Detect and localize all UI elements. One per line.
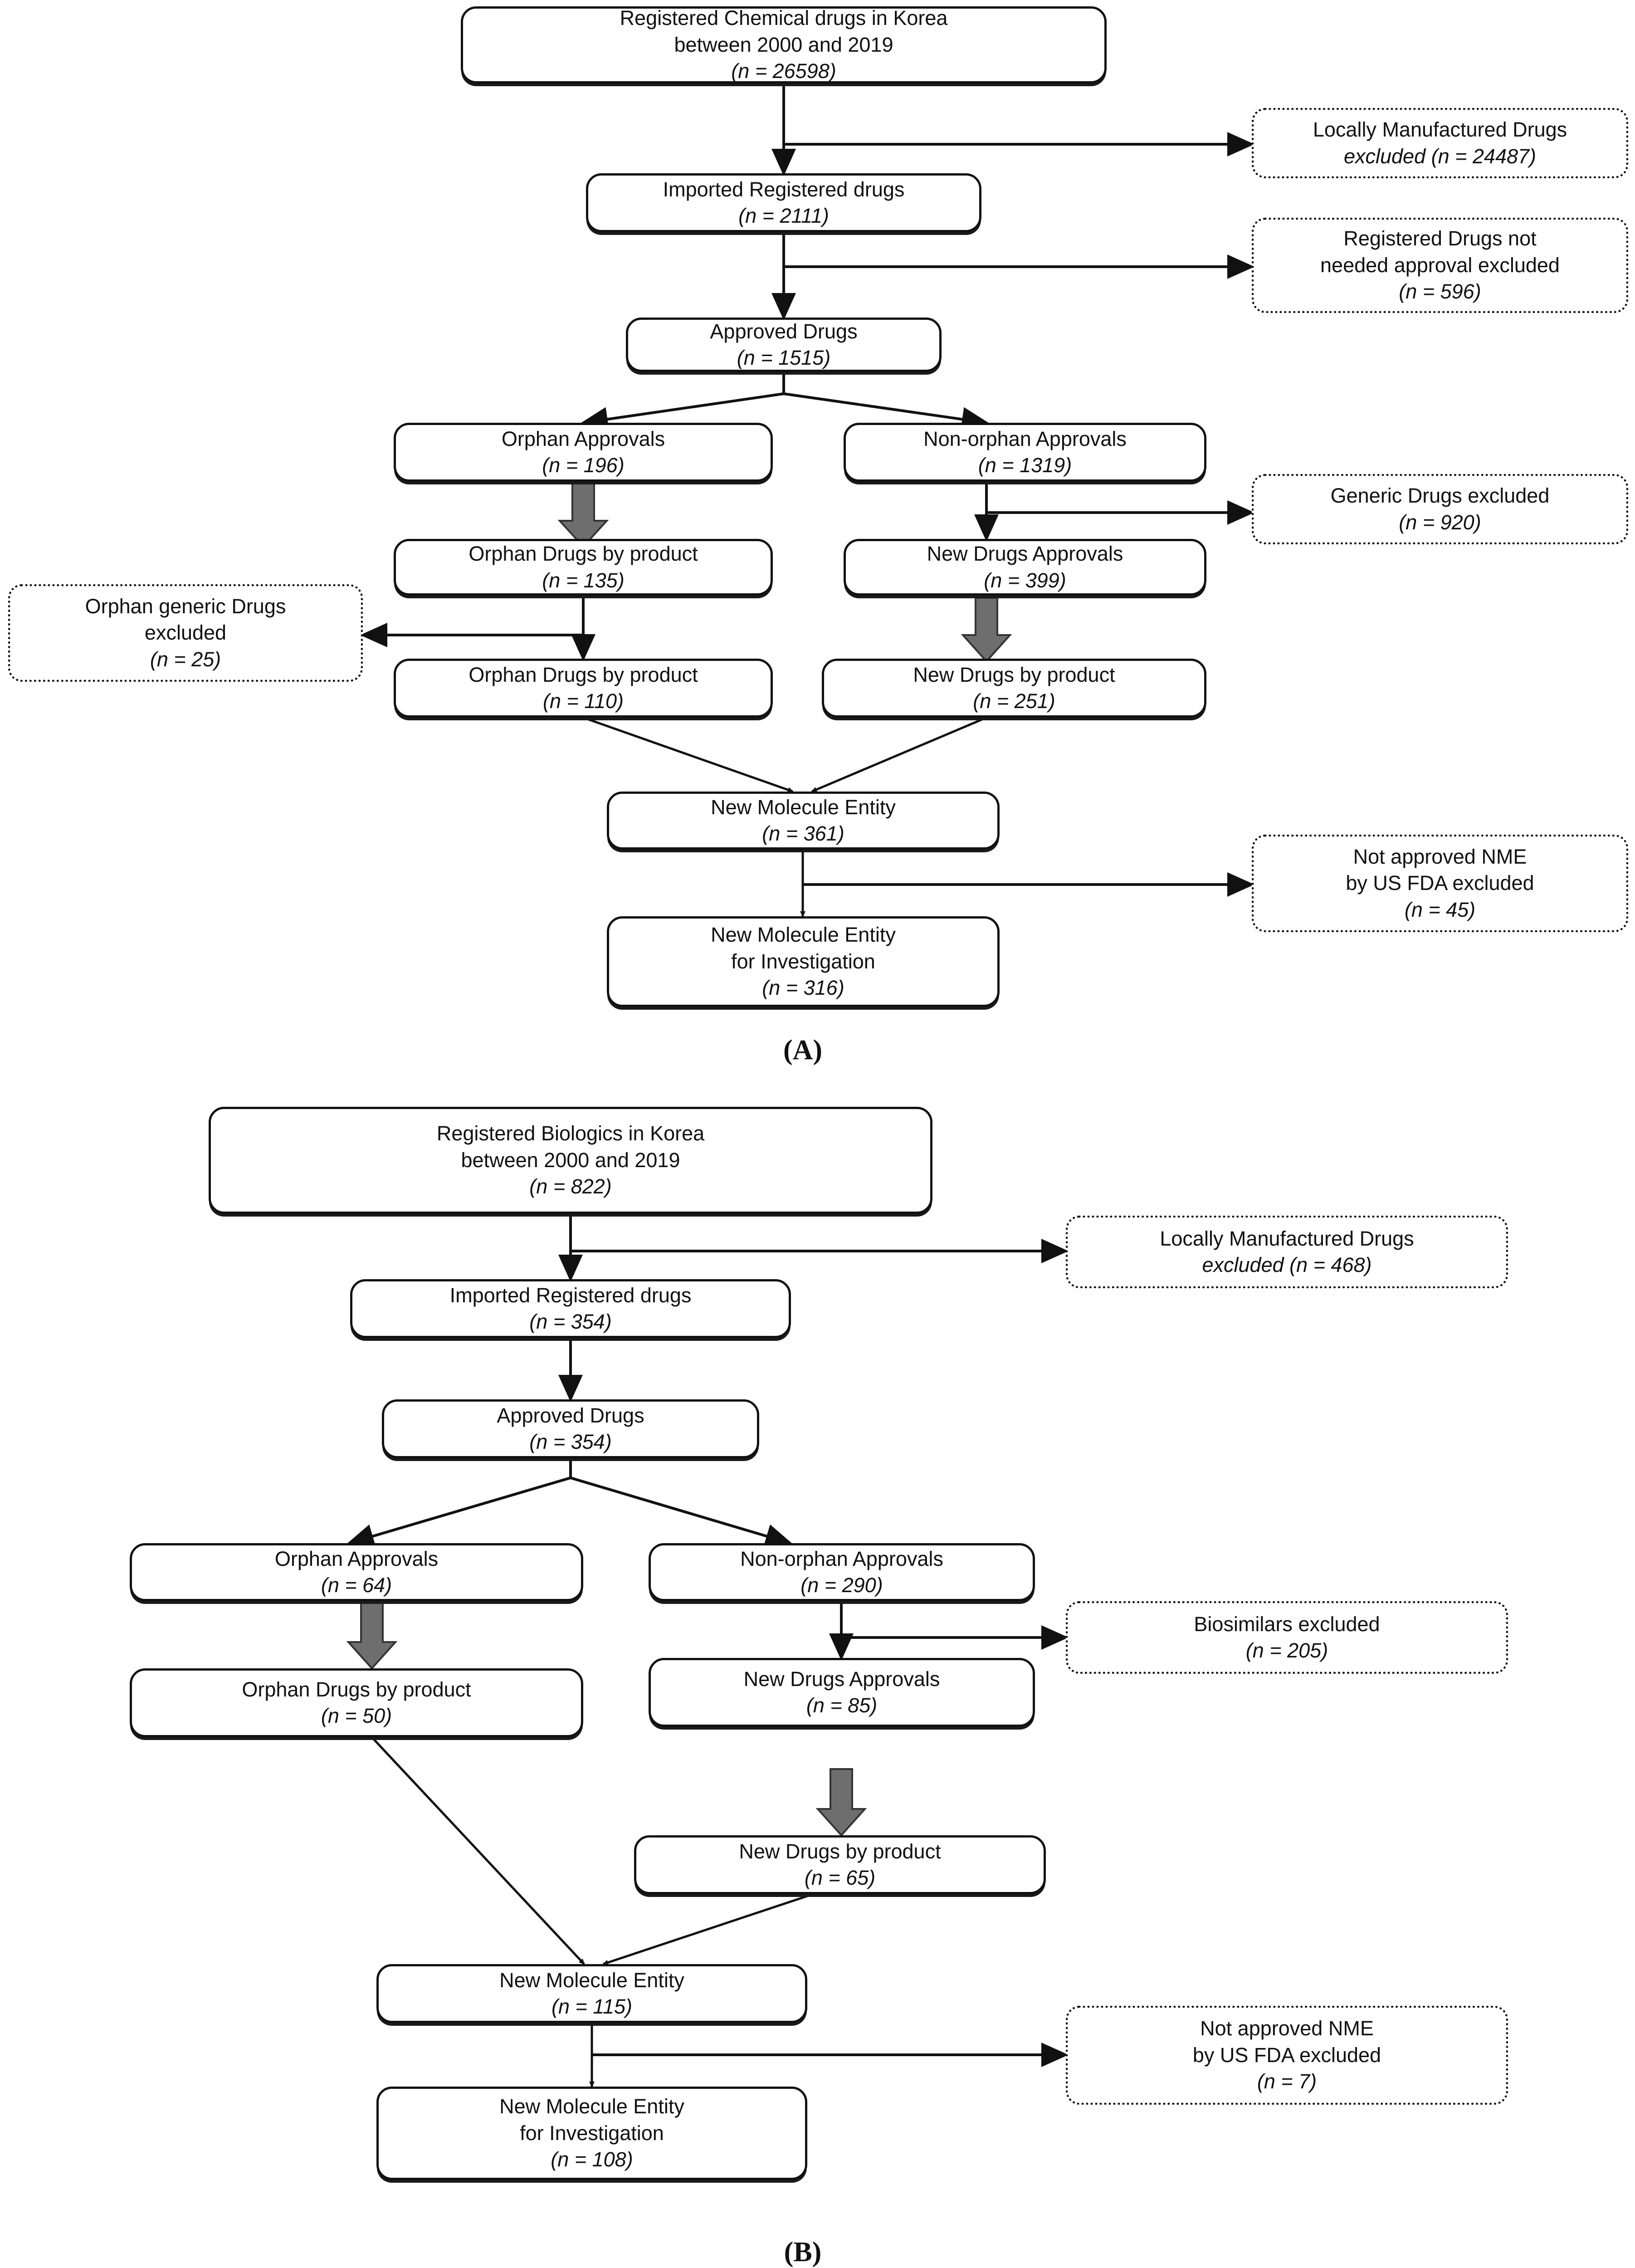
node-line: for Investigation: [731, 949, 875, 973]
panel-letter-b: (B): [784, 2237, 822, 2268]
node-line: excluded (n = 24487): [1343, 144, 1537, 168]
panel-letter-a: (A): [783, 1035, 823, 1066]
node-line: (n = 316): [762, 976, 844, 1000]
node-line: Registered Chemical drugs in Korea: [620, 6, 948, 30]
node-line: Orphan Approvals: [501, 427, 665, 450]
node-line: Non-orphan Approvals: [740, 1547, 943, 1570]
node-a-excl-nme[interactable]: Not approved NME by US FDA excluded (n =…: [1252, 835, 1628, 932]
node-a-newdrug-product[interactable]: New Drugs by product (n = 251): [822, 659, 1206, 718]
node-line: Approved Drugs: [710, 319, 858, 343]
node-line: (n = 361): [762, 822, 844, 845]
node-line: needed approval excluded: [1320, 253, 1560, 277]
node-line: (n = 205): [1245, 1639, 1328, 1662]
node-a-nme-investigation[interactable]: New Molecule Entity for Investigation (n…: [607, 916, 1000, 1007]
node-line: (n = 596): [1399, 280, 1481, 303]
node-line: (n = 196): [542, 454, 625, 477]
node-a-approved[interactable]: Approved Drugs (n = 1515): [626, 318, 942, 372]
node-line: Imported Registered drugs: [449, 1283, 692, 1307]
node-line: (n = 25): [150, 647, 221, 671]
node-a-nonorphan-approvals[interactable]: Non-orphan Approvals (n = 1319): [844, 423, 1206, 482]
node-line: (n = 45): [1404, 898, 1476, 921]
node-line: Orphan Drugs by product: [469, 663, 698, 686]
node-line: Locally Manufactured Drugs: [1313, 118, 1567, 141]
node-line: Registered Biologics in Korea: [436, 1122, 705, 1145]
node-a-orphan-approvals[interactable]: Orphan Approvals (n = 196): [394, 423, 773, 482]
node-line: (n = 108): [551, 2148, 633, 2171]
node-line: (n = 399): [984, 568, 1066, 592]
node-line: Orphan Drugs by product: [469, 542, 698, 565]
node-line: (n = 2111): [738, 204, 829, 227]
node-line: New Drugs Approvals: [743, 1667, 940, 1691]
node-b-approved[interactable]: Approved Drugs (n = 354): [382, 1399, 759, 1458]
node-line: excluded: [144, 621, 227, 645]
node-line: Non-orphan Approvals: [923, 427, 1127, 450]
node-line: (n = 65): [804, 1866, 876, 1889]
node-line: New Molecule Entity: [499, 1968, 684, 1992]
node-line: (n = 822): [529, 1175, 612, 1198]
node-line: Not approved NME: [1200, 2017, 1374, 2040]
node-b-newdrug-approvals[interactable]: New Drugs Approvals (n = 85): [649, 1658, 1035, 1727]
node-line: between 2000 and 2019: [461, 1148, 680, 1172]
node-b-nme[interactable]: New Molecule Entity (n = 115): [376, 1964, 807, 2023]
node-line: New Drugs by product: [913, 663, 1115, 686]
node-line: (n = 1515): [737, 346, 831, 369]
node-a-excl-orphan-generic[interactable]: Orphan generic Drugs excluded (n = 25): [8, 584, 363, 682]
node-line: (n = 110): [542, 689, 624, 713]
node-line: Imported Registered drugs: [663, 177, 905, 201]
node-line: New Drugs by product: [739, 1839, 941, 1863]
node-line: (n = 135): [542, 568, 625, 592]
node-line: (n = 115): [551, 1995, 633, 2018]
node-line: (n = 290): [800, 1574, 883, 1597]
node-line: excluded (n = 468): [1202, 1253, 1372, 1276]
node-line: Biosimilars excluded: [1194, 1612, 1380, 1636]
node-line: New Drugs Approvals: [927, 542, 1123, 565]
node-line: (n = 26598): [731, 59, 836, 83]
node-a-orphan-product-110[interactable]: Orphan Drugs by product (n = 110): [394, 659, 773, 718]
node-a-excl-noapproval[interactable]: Registered Drugs not needed approval exc…: [1252, 218, 1628, 313]
node-b-orphan-product[interactable]: Orphan Drugs by product (n = 50): [130, 1668, 583, 1737]
node-line: New Molecule Entity: [499, 2095, 684, 2118]
node-a-registered[interactable]: Registered Chemical drugs in Korea betwe…: [461, 6, 1107, 83]
node-line: (n = 50): [321, 1704, 392, 1727]
node-line: (n = 354): [529, 1310, 612, 1333]
node-line: Orphan Drugs by product: [242, 1677, 471, 1701]
node-line: Generic Drugs excluded: [1330, 484, 1550, 507]
node-line: (n = 7): [1257, 2070, 1317, 2093]
node-line: (n = 1319): [978, 454, 1072, 477]
panel-a: Registered Chemical drugs in Korea betwe…: [0, 0, 1635, 1089]
node-b-excl-nme[interactable]: Not approved NME by US FDA excluded (n =…: [1066, 2006, 1508, 2105]
node-b-nme-investigation[interactable]: New Molecule Entity for Investigation (n…: [376, 2087, 807, 2180]
node-line: between 2000 and 2019: [674, 33, 893, 56]
node-line: for Investigation: [520, 2121, 664, 2145]
node-line: Registered Drugs not: [1343, 227, 1537, 250]
node-b-orphan-approvals[interactable]: Orphan Approvals (n = 64): [130, 1543, 583, 1601]
node-b-registered[interactable]: Registered Biologics in Korea between 20…: [209, 1107, 932, 1214]
node-line: Locally Manufactured Drugs: [1160, 1227, 1414, 1250]
node-line: (n = 64): [321, 1574, 392, 1597]
node-a-excl-generic[interactable]: Generic Drugs excluded (n = 920): [1252, 474, 1628, 544]
panel-b: Registered Biologics in Korea between 20…: [130, 1107, 1508, 2268]
node-line: (n = 920): [1399, 510, 1481, 534]
node-line: Orphan Approvals: [274, 1547, 439, 1570]
node-b-excl-biosimilars[interactable]: Biosimilars excluded (n = 205): [1066, 1601, 1508, 1674]
node-b-newdrug-product[interactable]: New Drugs by product (n = 65): [634, 1835, 1046, 1894]
node-line: New Molecule Entity: [711, 795, 896, 819]
node-a-orphan-product-135[interactable]: Orphan Drugs by product (n = 135): [394, 539, 773, 596]
node-b-imported[interactable]: Imported Registered drugs (n = 354): [350, 1279, 791, 1338]
node-line: Not approved NME: [1353, 845, 1527, 868]
node-a-newdrug-approvals[interactable]: New Drugs Approvals (n = 399): [844, 539, 1206, 596]
node-b-excl-local[interactable]: Locally Manufactured Drugs excluded (n =…: [1066, 1216, 1508, 1288]
node-b-nonorphan-approvals[interactable]: Non-orphan Approvals (n = 290): [649, 1543, 1035, 1601]
node-line: by US FDA excluded: [1192, 2043, 1381, 2067]
node-a-imported[interactable]: Imported Registered drugs (n = 2111): [586, 173, 981, 232]
node-a-excl-local[interactable]: Locally Manufactured Drugs excluded (n =…: [1252, 108, 1628, 178]
node-line: Approved Drugs: [497, 1403, 644, 1427]
node-line: (n = 354): [529, 1430, 612, 1453]
node-line: (n = 85): [806, 1694, 878, 1717]
node-line: (n = 251): [973, 689, 1055, 713]
node-line: Orphan generic Drugs: [85, 594, 286, 618]
node-line: by US FDA excluded: [1346, 871, 1534, 895]
node-line: New Molecule Entity: [711, 923, 896, 947]
node-a-nme[interactable]: New Molecule Entity (n = 361): [607, 792, 1000, 850]
